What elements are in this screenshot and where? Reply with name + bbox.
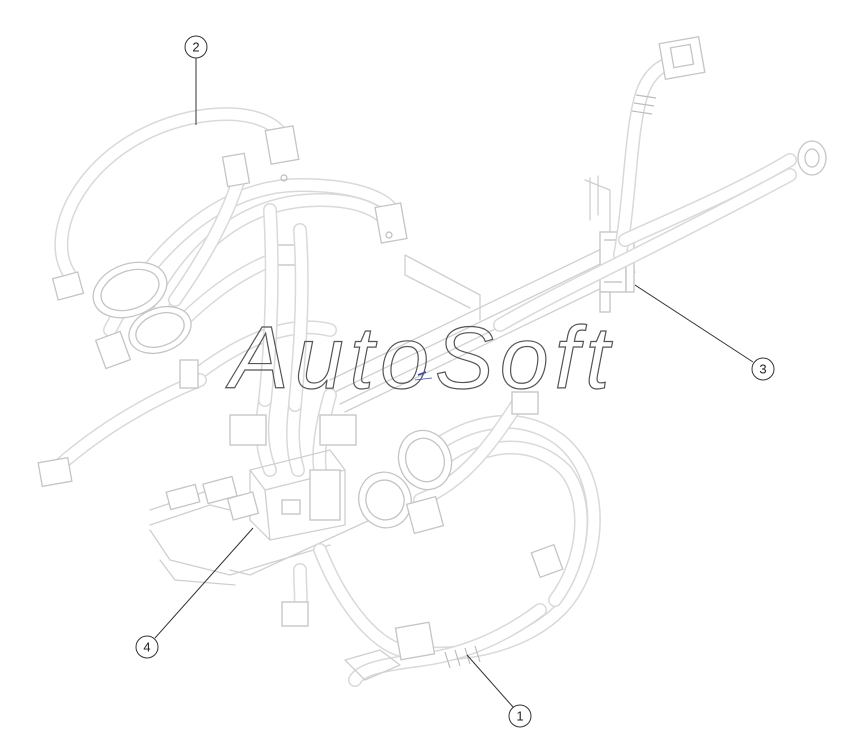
callout-1: 1 [466, 654, 532, 728]
ring-clamps-left [51, 125, 408, 355]
watermark-text: AutoSoft [225, 308, 616, 407]
cable-left-lower [37, 330, 207, 488]
callout-4-number: 4 [143, 640, 150, 655]
hoses-upper-right [493, 36, 827, 332]
hose-loop-lower-right [281, 391, 601, 687]
callout-1-number: 1 [516, 709, 523, 724]
valve-block-4 [149, 203, 371, 586]
center-marker [414, 371, 433, 381]
callout-3-number: 3 [759, 362, 766, 377]
callout-4: 4 [135, 527, 254, 659]
callout-3: 3 [634, 284, 775, 381]
callout-2: 2 [184, 35, 208, 125]
callout-2-number: 2 [192, 40, 199, 55]
